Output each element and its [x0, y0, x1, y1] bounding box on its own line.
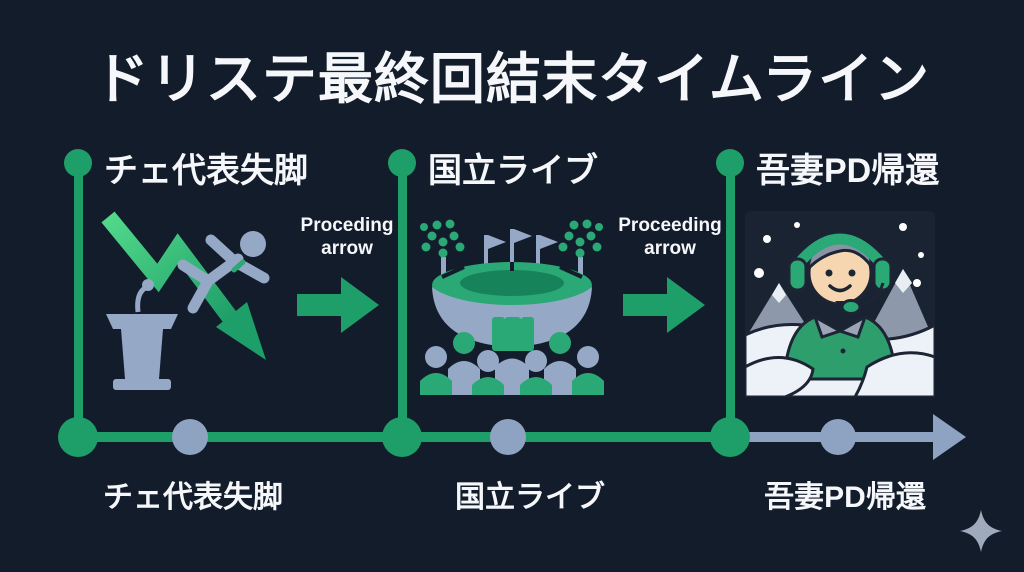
timeline-dot-stage3: [710, 417, 750, 457]
stage3-illustration: [745, 211, 935, 397]
stage2-bottom-label: 国立ライブ: [455, 481, 605, 514]
tie-detail: [231, 259, 246, 273]
goatee: [835, 301, 845, 304]
firework-dots-left-icon: [420, 219, 465, 279]
collar-right: [836, 313, 868, 339]
stage3-bottom-label: 吾妻PD帰還: [764, 481, 926, 514]
sparkle-icon: [960, 510, 1002, 552]
stage2-label: 国立ライブ: [428, 152, 598, 190]
connector2-label: Proceeding arrow: [618, 215, 722, 259]
smile: [828, 284, 852, 293]
timeline-dot-mid3: [820, 419, 856, 455]
stage1-label: チェ代表失脚: [104, 152, 308, 190]
connector1-arrow-icon: [297, 277, 379, 333]
snowflake-dots: [754, 222, 924, 287]
snow-hill-front-right: [853, 351, 935, 397]
stage2-illustration: [420, 219, 604, 395]
mic: [840, 299, 862, 315]
timeline-arrowhead-icon: [933, 414, 966, 460]
crowd-person: [472, 350, 504, 395]
stage1-bottom-label: チェ代表失脚: [103, 481, 283, 514]
timeline-dot-stage2: [382, 417, 422, 457]
page-title: ドリステ最終回結末タイムライン: [93, 48, 931, 110]
stage3-label: 吾妻PD帰還: [756, 152, 940, 190]
crowd-icon: [420, 327, 604, 395]
connector1-label: Proceding arrow: [300, 215, 394, 259]
stage2-stem-line: [398, 163, 407, 437]
stage1-illustration: [101, 211, 270, 390]
headband: [796, 233, 884, 265]
falling-person-icon: [177, 231, 270, 314]
earcup-right: [872, 257, 893, 292]
earcup-left: [787, 257, 808, 292]
timeline-dot-mid1: [172, 419, 208, 455]
snow-hill-front-left: [745, 356, 815, 397]
stage3-stem-line: [726, 163, 735, 437]
firework-dots-right-icon: [558, 219, 603, 279]
timeline-dot-mid2: [490, 419, 526, 455]
stadium-flags-icon: [484, 229, 558, 265]
connector2-arrow-icon: [623, 277, 705, 333]
podium-icon: [106, 279, 178, 390]
mic-boom: [858, 282, 885, 308]
timeline-dot-stage1: [58, 417, 98, 457]
crowd-person: [520, 350, 552, 395]
crowd-person: [420, 346, 452, 395]
collar-left: [812, 313, 844, 339]
crowd-person: [572, 346, 604, 395]
stadium-icon: [432, 262, 592, 351]
stage1-stem-line: [74, 163, 83, 437]
headset-person-icon: [783, 233, 897, 381]
